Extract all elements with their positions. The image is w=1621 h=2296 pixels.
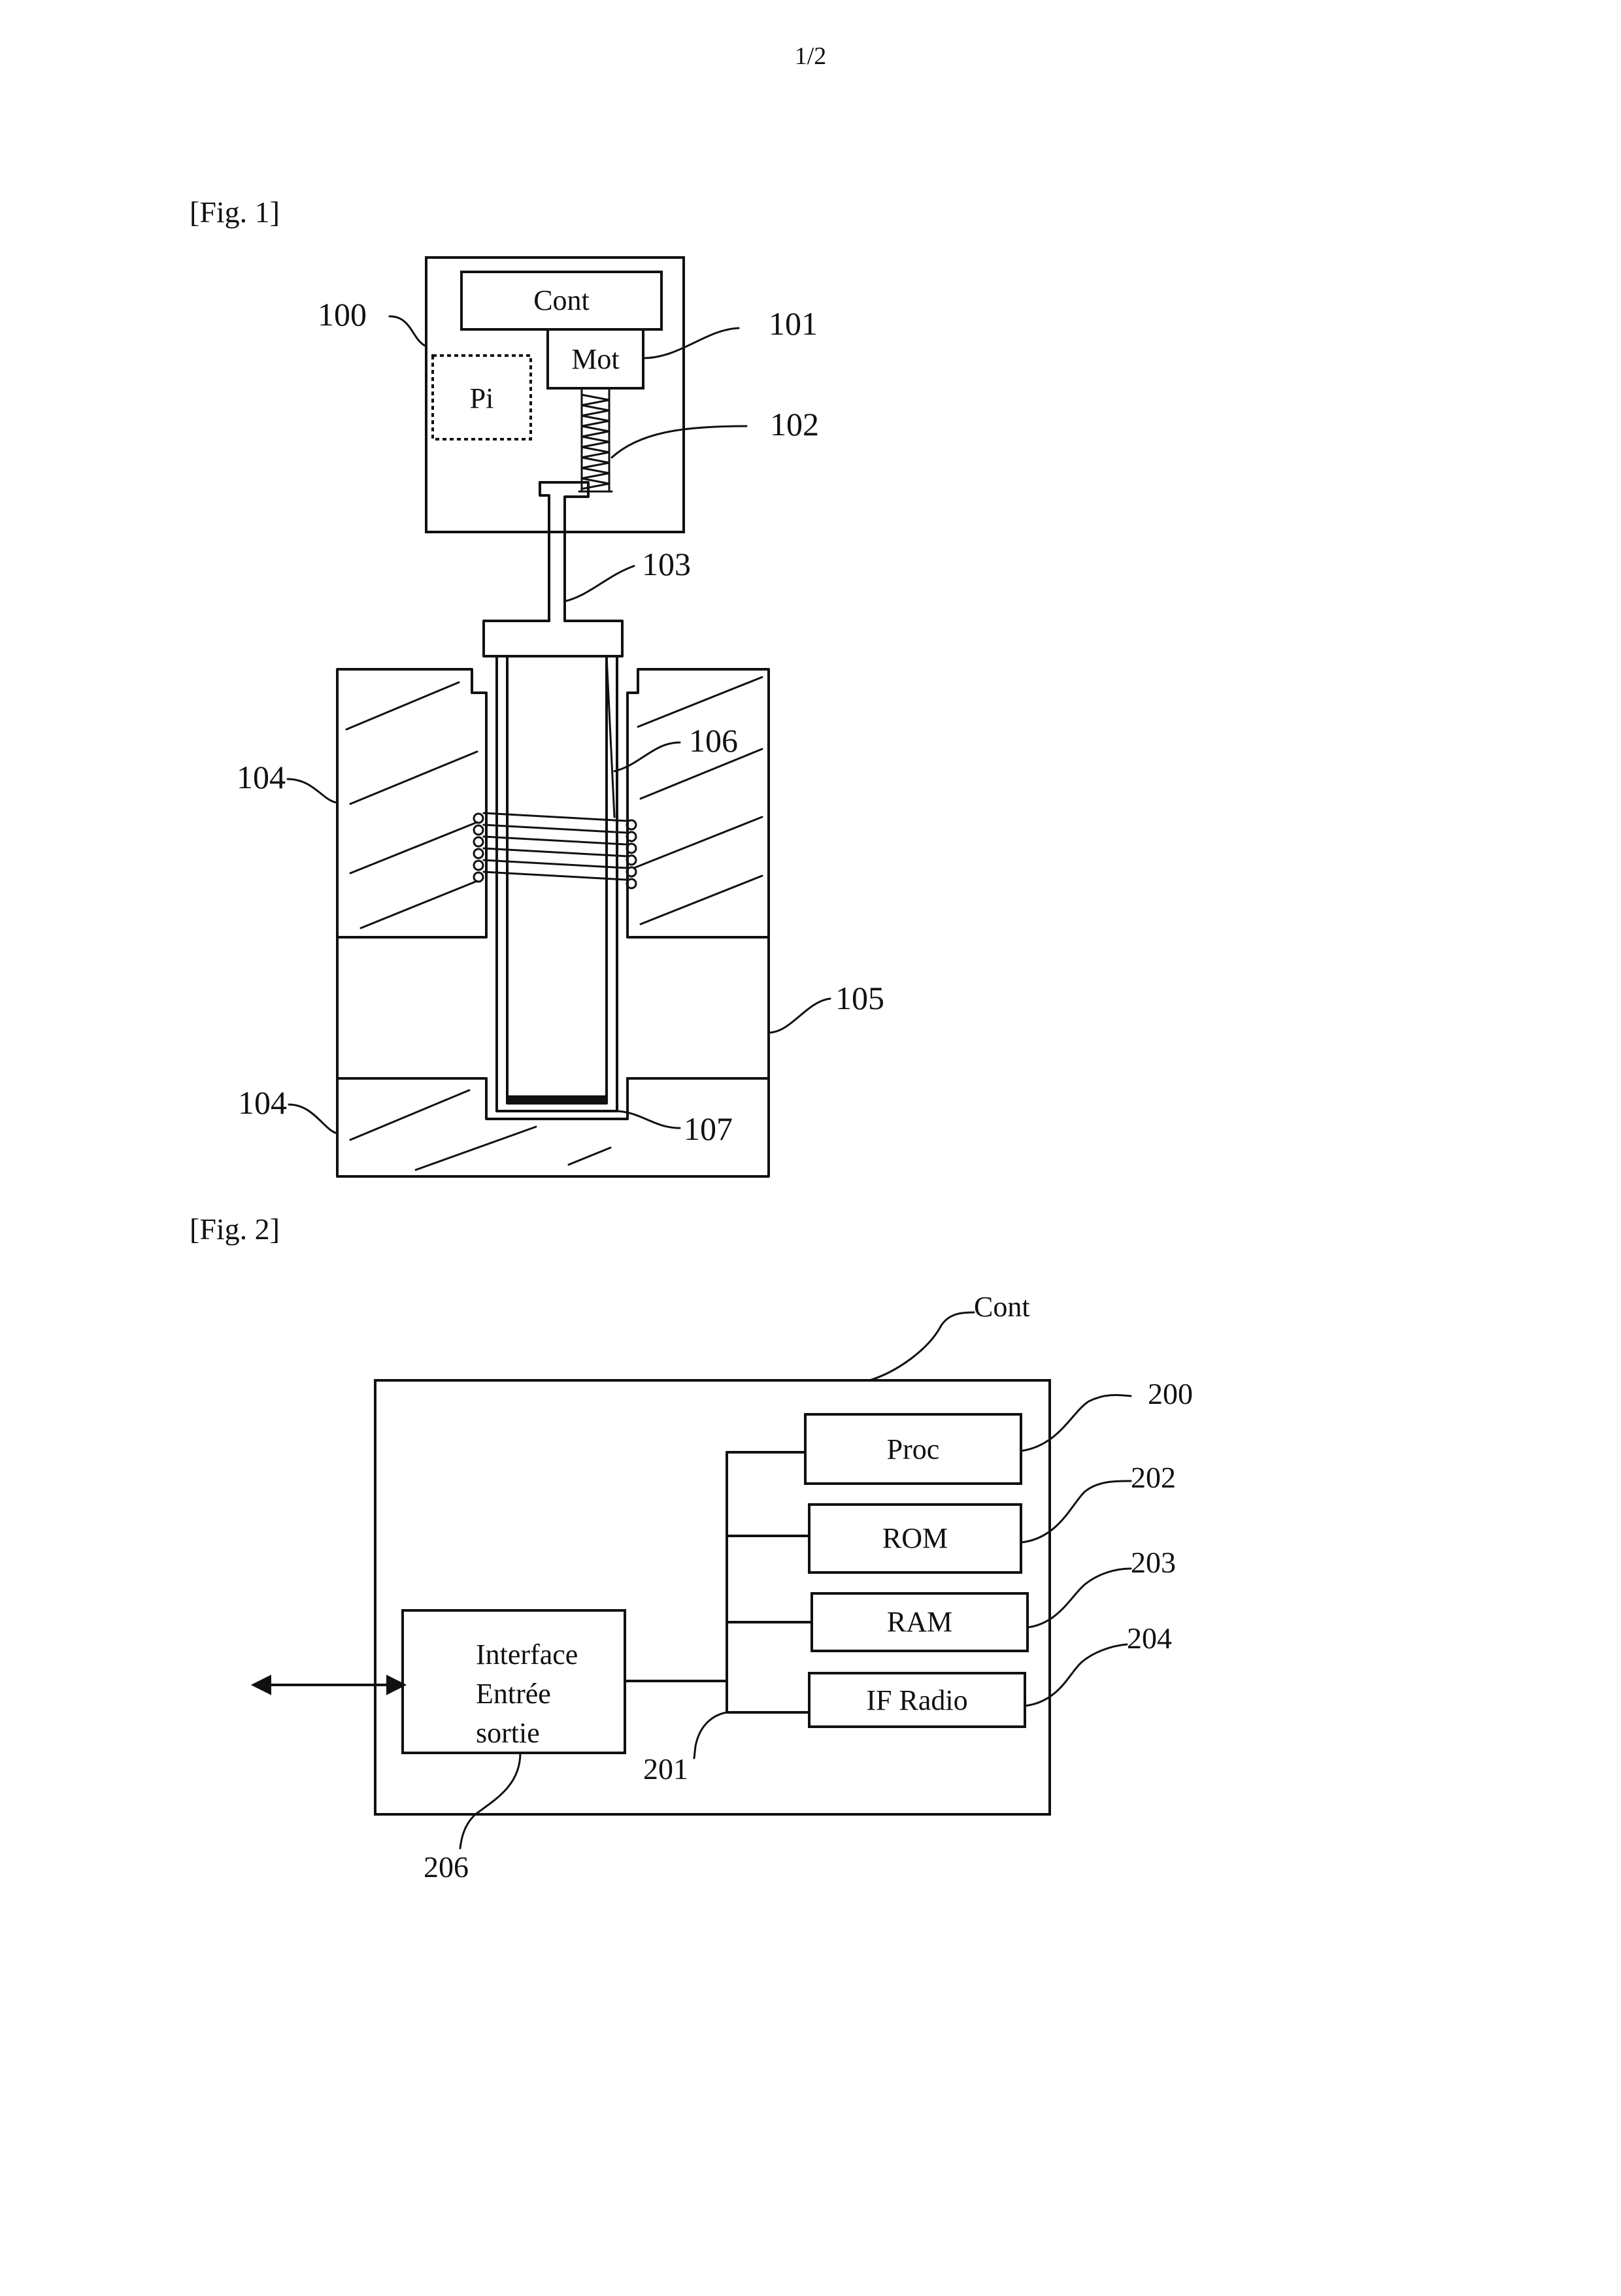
io-label-line3: sortie: [476, 1717, 540, 1749]
leader-104-top: [288, 779, 337, 803]
ref-104-bottom: 104: [238, 1084, 287, 1121]
fig1-diagram: Cont Mot Pi: [237, 258, 884, 1176]
ref-200: 200: [1148, 1377, 1193, 1410]
battery-label: Pi: [470, 382, 494, 414]
leader-cont: [869, 1312, 974, 1380]
io-label-line1: Interface: [476, 1639, 578, 1671]
ref-105: 105: [835, 980, 884, 1016]
ref-104-top: 104: [237, 759, 286, 795]
if-radio-label: IF Radio: [866, 1684, 967, 1716]
rom-label: ROM: [882, 1522, 948, 1554]
ref-206: 206: [424, 1850, 469, 1884]
piston-106: [497, 656, 617, 1111]
io-label-line2: Entrée: [476, 1678, 551, 1710]
leader-100: [390, 316, 426, 346]
ref-101: 101: [769, 305, 818, 342]
ram-label: RAM: [887, 1606, 952, 1638]
ref-102: 102: [770, 406, 819, 442]
ref-204: 204: [1127, 1622, 1172, 1655]
leader-103: [565, 566, 634, 601]
fig2-caption: [Fig. 2]: [190, 1212, 280, 1246]
valve-body-104-upper: [337, 669, 769, 937]
cont-label: Cont: [974, 1291, 1030, 1323]
fig1-caption: [Fig. 1]: [190, 195, 280, 229]
ref-100: 100: [318, 296, 367, 333]
motor-label: Mot: [571, 343, 619, 375]
proc-label: Proc: [887, 1433, 940, 1465]
page-number: 1/2: [795, 42, 827, 70]
ref-202: 202: [1131, 1461, 1176, 1494]
leader-106: [614, 742, 680, 771]
ref-201: 201: [643, 1752, 688, 1786]
leader-105: [769, 999, 830, 1033]
ref-203: 203: [1131, 1546, 1176, 1579]
leader-104-bottom: [289, 1105, 337, 1133]
ref-103: 103: [642, 546, 691, 582]
fig2-diagram: Cont Proc ROM RAM IF Radio Interface Ent…: [252, 1291, 1193, 1884]
ref-106: 106: [689, 722, 738, 759]
controller-label: Cont: [533, 284, 590, 316]
ref-107: 107: [684, 1110, 733, 1147]
pipe-section-105: [337, 937, 769, 1078]
coil-spring: [474, 813, 636, 888]
seal-107: [507, 1095, 607, 1103]
